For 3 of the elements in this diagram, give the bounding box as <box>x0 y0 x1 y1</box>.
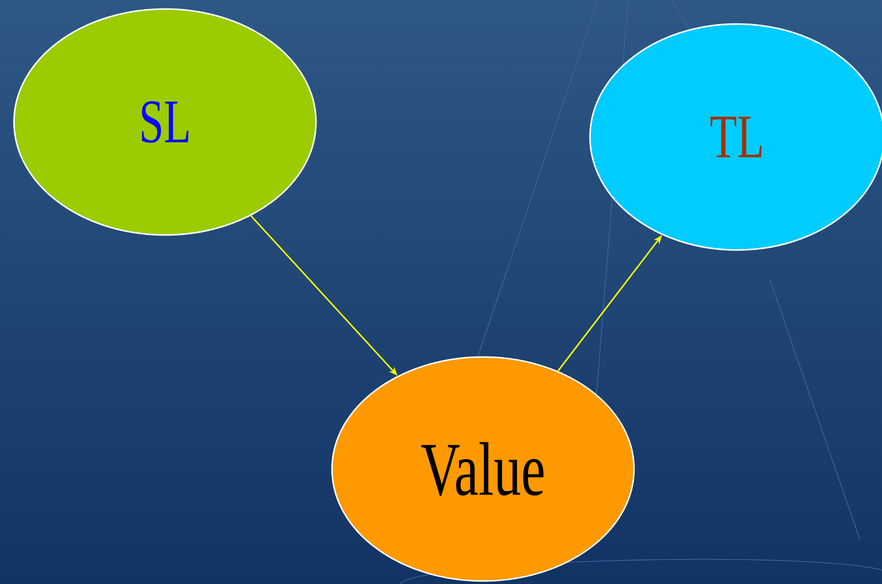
ellipse-node: Value <box>331 356 635 582</box>
ellipse-node: TL <box>589 23 882 251</box>
ellipse-node: SL <box>13 8 317 236</box>
